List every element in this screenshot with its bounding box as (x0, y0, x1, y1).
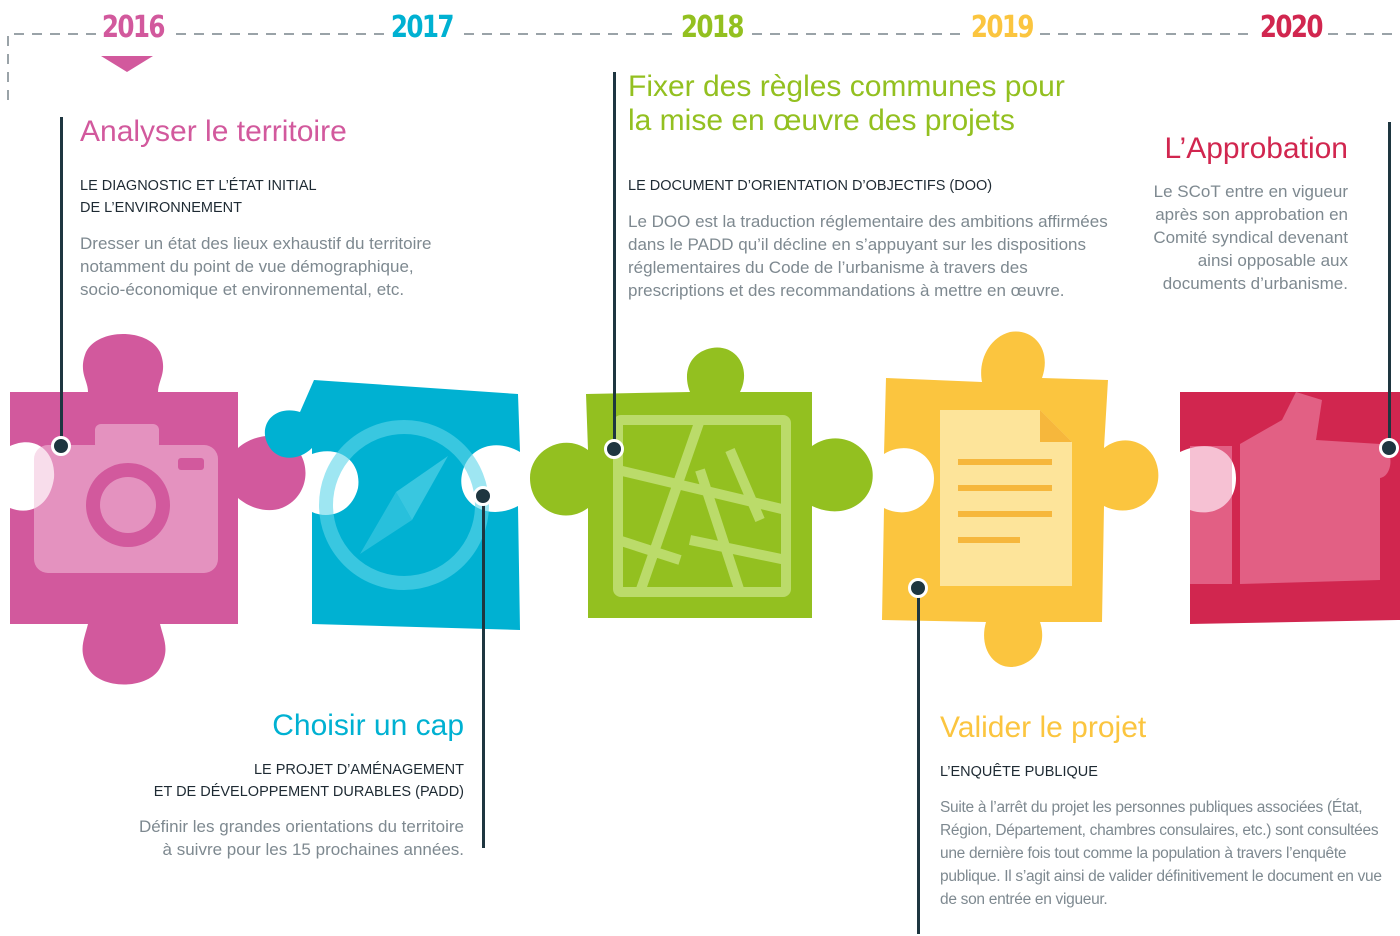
step-1-description: Dresser un état des lieux exhaustif du t… (80, 234, 432, 299)
step-3-description: Le DOO est la traduction réglementaire d… (628, 212, 1108, 300)
step-1-title: Analyser le territoire (80, 115, 347, 148)
current-year-marker (101, 56, 153, 72)
year-2019: 2019 (966, 10, 1038, 45)
year-2020: 2020 (1255, 10, 1327, 45)
step-2-subtitle-line-2: ET DE DÉVELOPPEMENT DURABLES (PADD) (153, 784, 464, 800)
year-2017: 2017 (386, 10, 458, 45)
step-2-title: Choisir un cap (272, 709, 464, 742)
step-2-subtitle-line-1: LE PROJET D’AMÉNAGEMENT (253, 762, 464, 778)
year-2016: 2016 (97, 10, 169, 45)
connector-dot-1 (51, 436, 71, 456)
map-icon (613, 415, 791, 597)
step-2-description: Définir les grandes orientations du terr… (138, 817, 464, 859)
camera-icon (34, 424, 218, 573)
step-1-subtitle-line-2: DE L’ENVIRONNEMENT (80, 200, 242, 216)
thumbs-up-icon (1190, 392, 1391, 584)
step-4-description: Suite à l’arrêt du projet les personnes … (940, 799, 1382, 908)
connector-line-1 (60, 117, 63, 447)
connector-line-3 (613, 72, 616, 450)
document-icon (940, 410, 1072, 586)
step-5-description: Le SCoT entre en vigueur après son appro… (1153, 182, 1348, 293)
step-3-title: Fixer des règles communes pour la mise e… (628, 70, 1065, 137)
year-2018: 2018 (676, 10, 748, 45)
connector-dot-3 (604, 439, 624, 459)
timeline-dashed-line (7, 33, 1400, 100)
connector-line-5 (1388, 122, 1391, 448)
connector-dot-4 (908, 578, 928, 598)
connector-dot-2 (473, 486, 493, 506)
connector-dot-5 (1379, 438, 1399, 458)
connector-line-4 (917, 588, 920, 934)
step-1-subtitle-line-1: LE DIAGNOSTIC ET L’ÉTAT INITIAL (80, 178, 317, 194)
step-4-title: Valider le projet (940, 711, 1147, 744)
step-3-subtitle: LE DOCUMENT D’ORIENTATION D’OBJECTIFS (D… (628, 178, 993, 194)
step-4-subtitle: L’ENQUÊTE PUBLIQUE (940, 764, 1098, 780)
connector-line-2 (482, 496, 485, 848)
step-5-title: L’Approbation (1164, 132, 1349, 165)
